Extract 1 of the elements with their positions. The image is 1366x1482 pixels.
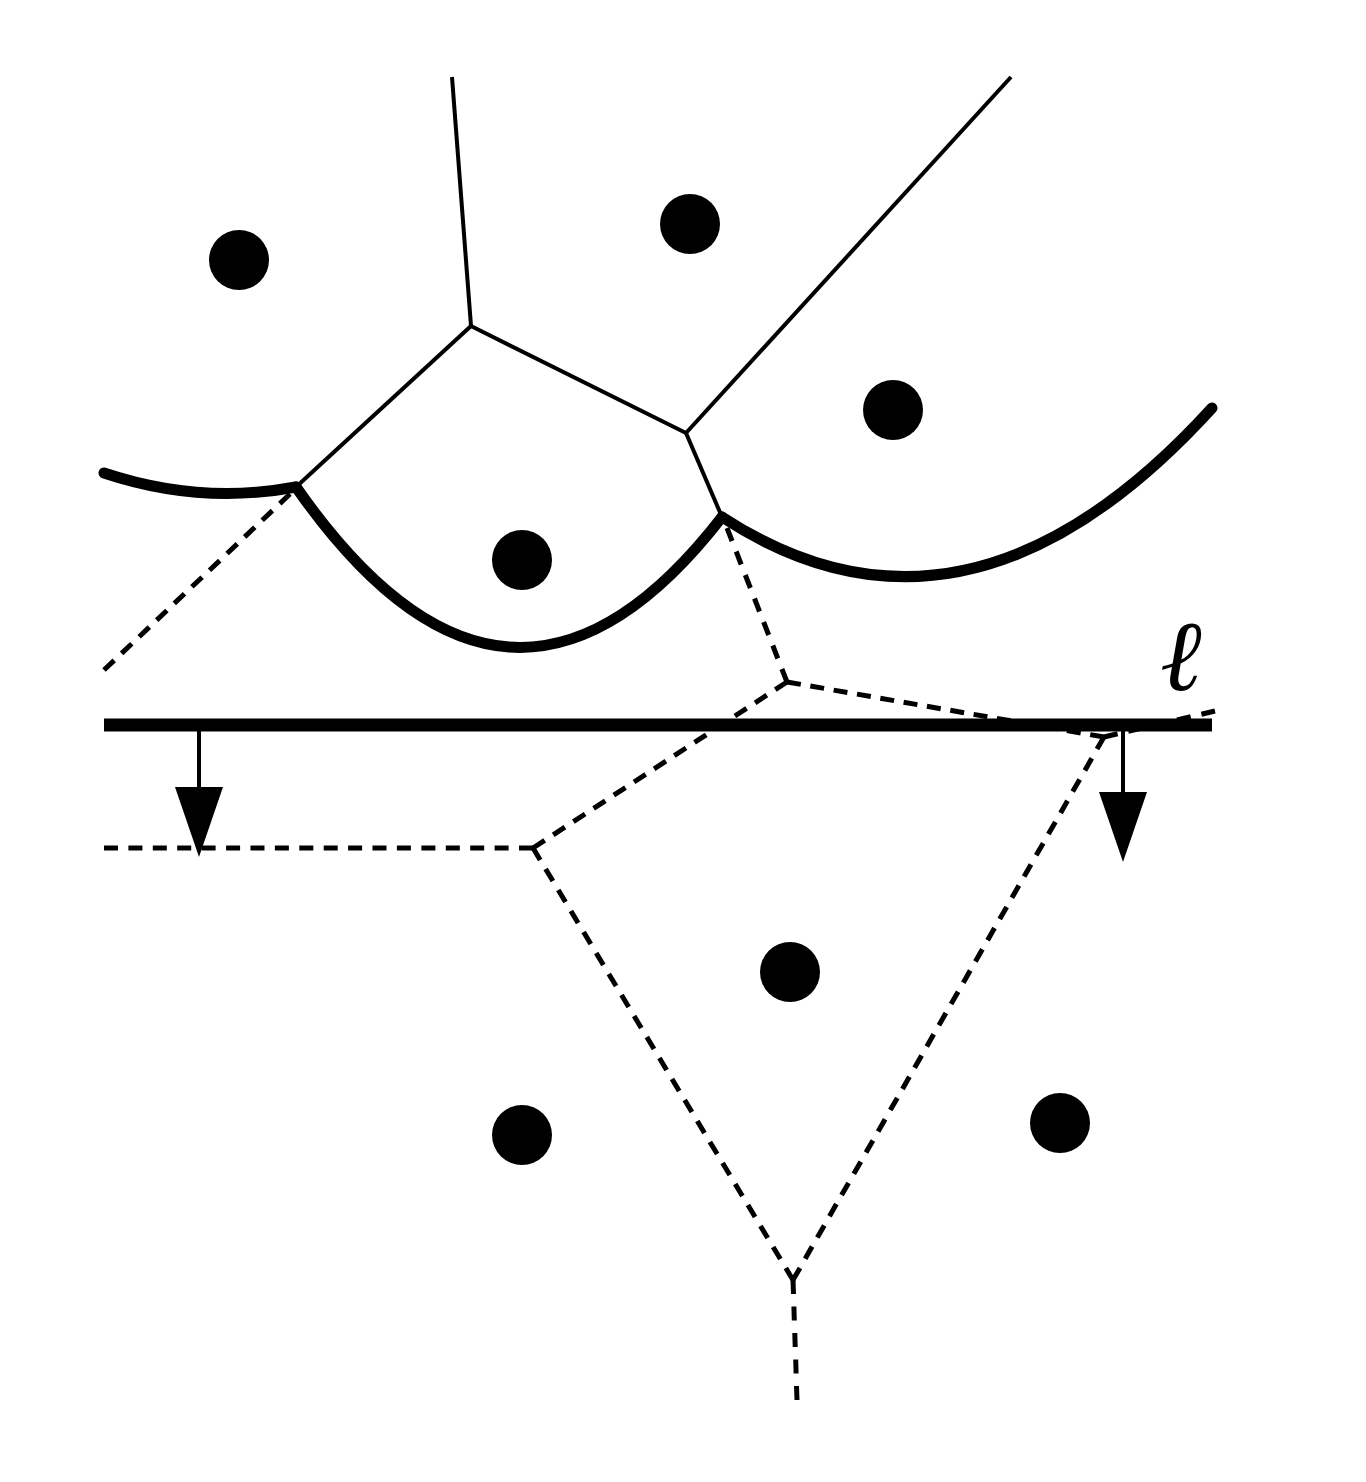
sweep-line-label: ℓ (1160, 606, 1202, 706)
